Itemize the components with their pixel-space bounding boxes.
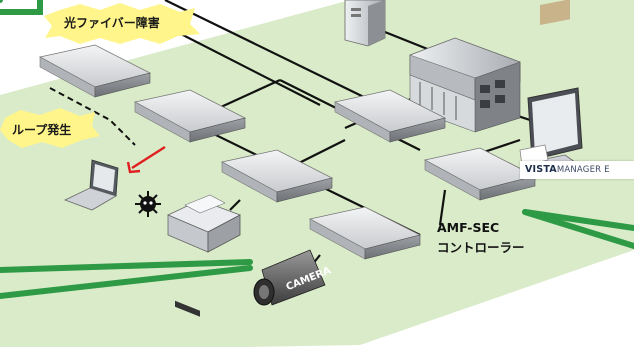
brand-part1: VISTA [525,164,557,175]
controller-label-line1: AMF-SEC [437,220,500,235]
loop-dashed-link [49,87,136,146]
fiber-failure-label: 光ファイバー障害 [64,16,160,30]
green-uplinks [0,0,634,299]
printer [167,194,241,317]
chassis-rack [409,37,521,133]
management-monitor [519,0,583,171]
switch-loop [133,89,247,143]
alert-arrow [126,145,166,174]
switch-center [333,89,447,143]
switch-top-left [38,44,152,98]
switch-mid [220,149,334,203]
switch-right [423,147,537,201]
switch-bottom [308,206,422,260]
loop-label: ループ発生 [12,123,72,137]
loop-burst [0,108,100,148]
controller-label-line2: コントローラー [437,240,525,255]
malware-icon [135,191,161,217]
vista-manager-logo: VISTAMANAGER E [520,161,634,179]
brand-part2: MANAGER E [556,165,610,175]
controller-label: AMF-SEC コントローラー [437,218,525,258]
server-tower [344,0,386,47]
laptop [63,159,119,211]
fiber-failure-burst [44,3,200,44]
